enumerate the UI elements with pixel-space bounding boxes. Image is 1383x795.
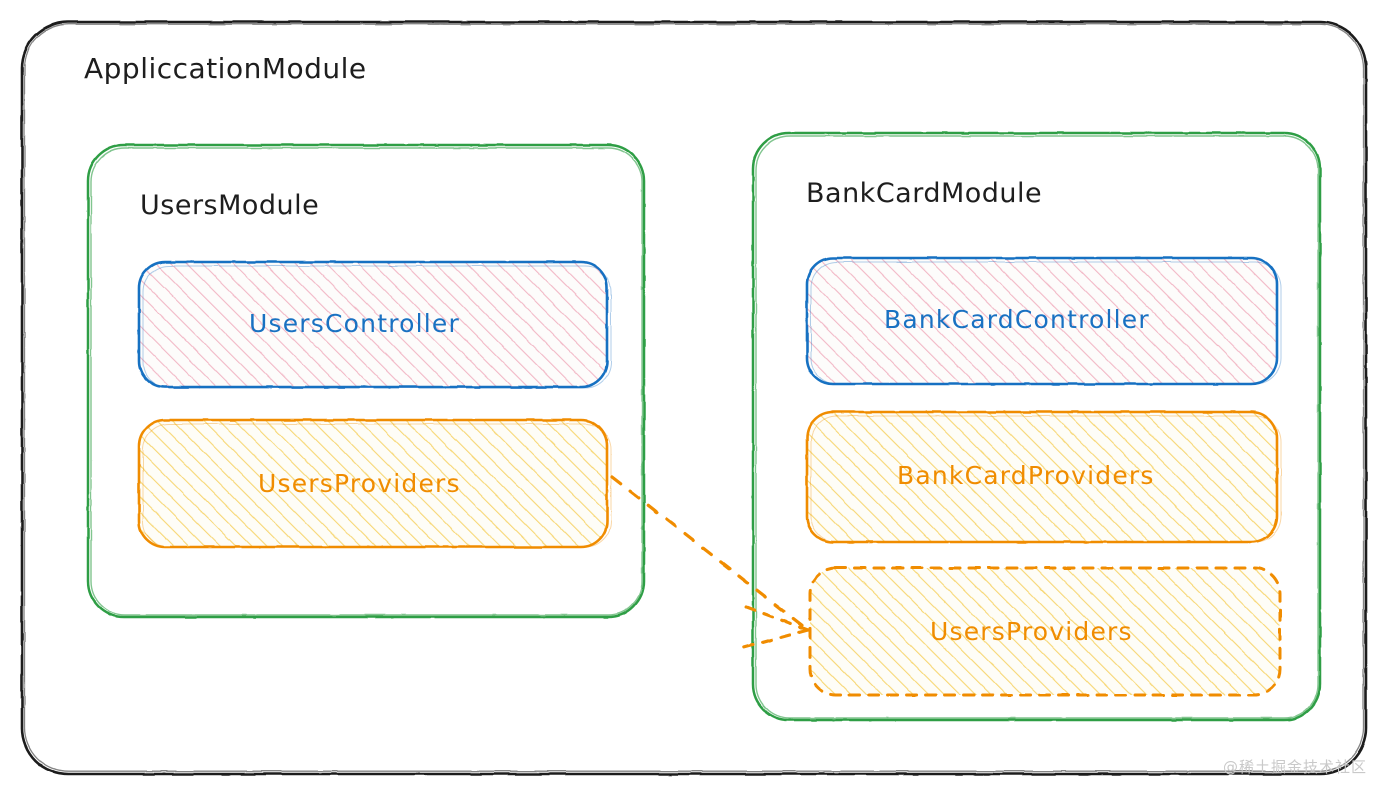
application-module-title: AppliccationModule bbox=[84, 52, 367, 85]
watermark: @稀土掘金技术社区 bbox=[1222, 758, 1367, 776]
bankcard-module-title: BankCardModule bbox=[806, 178, 1043, 209]
imported-users-providers-label: UsersProviders bbox=[930, 617, 1133, 646]
users-module-frame bbox=[86, 143, 646, 619]
bankcard-controller-node[interactable] bbox=[805, 256, 1282, 386]
application-module-frame bbox=[20, 20, 1368, 776]
users-providers-label: UsersProviders bbox=[258, 469, 461, 498]
users-providers-node[interactable] bbox=[137, 418, 612, 549]
bankcard-module-frame bbox=[751, 131, 1322, 722]
imported-users-providers-node[interactable] bbox=[808, 566, 1282, 697]
users-module-title: UsersModule bbox=[140, 190, 320, 221]
bankcard-providers-label: BankCardProviders bbox=[897, 461, 1155, 490]
bankcard-providers-node[interactable] bbox=[805, 410, 1282, 544]
dependency-connector bbox=[610, 475, 810, 650]
bankcard-controller-label: BankCardController bbox=[884, 305, 1150, 334]
users-controller-label: UsersController bbox=[249, 309, 460, 338]
users-controller-node[interactable] bbox=[137, 260, 612, 389]
